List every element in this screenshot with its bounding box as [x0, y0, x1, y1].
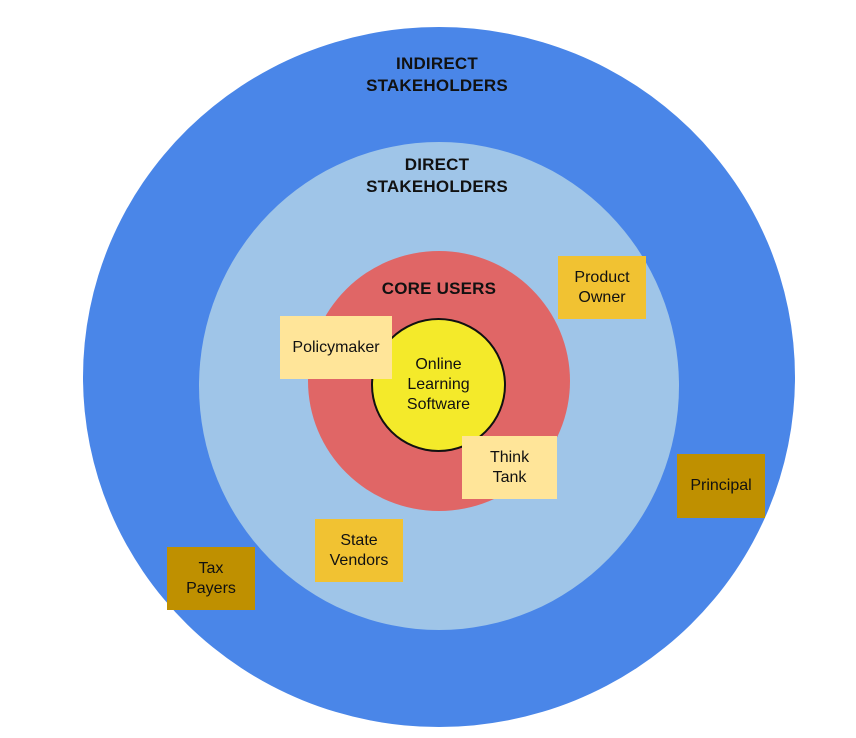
core-users-label: CORE USERS	[381, 279, 497, 298]
note-text: Policymaker	[292, 338, 380, 356]
note-text: Think	[489, 448, 530, 466]
note-text: Product	[574, 268, 630, 286]
direct-label-line2: STAKEHOLDERS	[366, 177, 508, 196]
note-think-tank[interactable]: Think Tank	[462, 436, 557, 499]
center-line3: Software	[406, 396, 471, 413]
note-text: Owner	[578, 288, 626, 306]
indirect-label-line2: STAKEHOLDERS	[366, 76, 508, 95]
indirect-label-line1: INDIRECT	[396, 54, 478, 73]
center-line2: Learning	[407, 376, 470, 393]
note-text: State	[340, 531, 378, 549]
note-text: Tax	[198, 559, 224, 577]
center-line1: Online	[415, 356, 462, 373]
note-principal[interactable]: Principal	[677, 454, 765, 518]
note-text: Tank	[492, 468, 527, 486]
center-label: Online Learning Software	[371, 318, 506, 452]
direct-label-line1: DIRECT	[404, 155, 470, 174]
note-text: Vendors	[329, 551, 389, 569]
note-policymaker[interactable]: Policymaker	[280, 316, 392, 379]
indirect-stakeholders-label: INDIRECT STAKEHOLDERS	[317, 53, 557, 97]
center-circle	[371, 318, 506, 452]
note-text: Principal	[690, 477, 752, 494]
note-product-owner[interactable]: Product Owner	[558, 256, 646, 319]
note-tax-payers[interactable]: Tax Payers	[167, 547, 255, 610]
note-text: Payers	[186, 579, 236, 597]
note-state-vendors[interactable]: State Vendors	[315, 519, 403, 582]
direct-stakeholders-label: DIRECT STAKEHOLDERS	[317, 154, 557, 198]
